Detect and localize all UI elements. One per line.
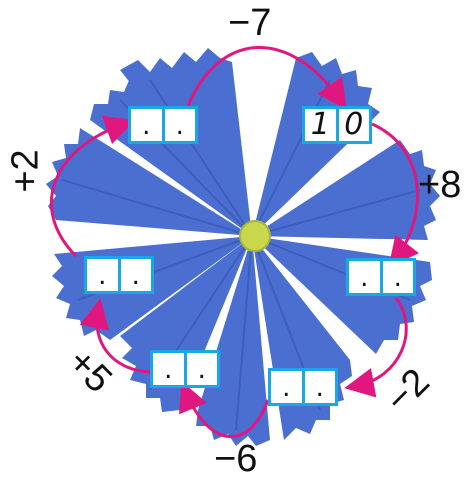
- answer-box-top-left[interactable]: . .: [128, 106, 198, 144]
- operation-bottom-label: −6: [214, 440, 257, 478]
- ones-digit[interactable]: .: [184, 353, 218, 385]
- tens-digit[interactable]: .: [271, 371, 302, 403]
- tens-digit[interactable]: .: [153, 353, 184, 385]
- operation-top-label: −7: [228, 4, 271, 42]
- operation-left-upper-label: +2: [7, 149, 45, 192]
- ones-digit[interactable]: .: [162, 109, 196, 141]
- ones-digit[interactable]: .: [380, 261, 414, 293]
- answer-box-right[interactable]: . .: [346, 258, 416, 296]
- tens-digit[interactable]: .: [87, 259, 118, 291]
- answer-box-left[interactable]: . .: [84, 256, 154, 294]
- answer-box-bottom-left[interactable]: . .: [150, 350, 220, 388]
- tens-digit[interactable]: .: [349, 261, 380, 293]
- ones-digit: 0: [336, 109, 370, 141]
- tens-digit: 1: [305, 109, 336, 141]
- tens-digit[interactable]: .: [131, 109, 162, 141]
- operation-right-upper-label: +8: [418, 166, 461, 204]
- answer-box-bottom-right[interactable]: . .: [268, 368, 338, 406]
- ones-digit[interactable]: .: [302, 371, 336, 403]
- answer-box-top-right[interactable]: 1 0: [302, 106, 372, 144]
- ones-digit[interactable]: .: [118, 259, 152, 291]
- flower-center: [240, 221, 270, 251]
